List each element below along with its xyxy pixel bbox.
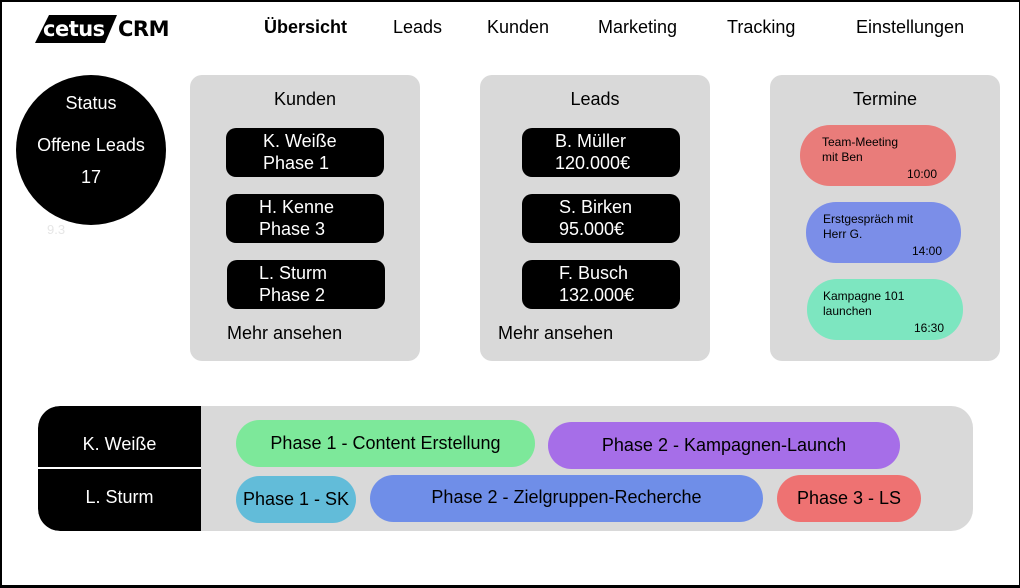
phase-timeline: K. Weiße L. Sturm Phase 1 - Content Erst…: [38, 406, 973, 531]
appointment-time: 10:00: [906, 167, 937, 181]
nav-marketing[interactable]: Marketing: [598, 17, 678, 37]
nav-einstellungen[interactable]: Einstellungen: [856, 17, 965, 37]
logo-suffix: CRM: [118, 17, 169, 41]
termine-title: Termine: [852, 89, 918, 109]
logo-badge-text: cetus: [43, 17, 105, 41]
timeline-divider: [38, 467, 201, 469]
phase-bar[interactable]: Phase 2 - Kampagnen-Launch: [548, 422, 900, 469]
kunden-item-detail: Phase 1: [263, 153, 330, 173]
appointment-line1: Erstgespräch mit: [823, 212, 914, 226]
kunden-item-name: K. Weiße: [263, 131, 337, 151]
phase-bar[interactable]: Phase 1 - Content Erstellung: [236, 420, 535, 467]
kunden-item[interactable]: L. Sturm Phase 2: [227, 260, 385, 309]
appointment-item[interactable]: Kampagne 101 launchen 16:30: [807, 279, 963, 340]
kunden-item-detail: Phase 2: [259, 285, 326, 305]
nav-leads[interactable]: Leads: [393, 17, 443, 37]
leads-item[interactable]: B. Müller 120.000€: [522, 128, 680, 177]
status-label: Offene Leads: [37, 135, 145, 155]
leads-item-name: B. Müller: [555, 131, 627, 151]
leads-item-name: F. Busch: [559, 263, 629, 283]
timeline-name-column: K. Weiße L. Sturm: [38, 406, 201, 531]
kunden-item-name: L. Sturm: [259, 263, 328, 283]
appointment-line2: mit Ben: [822, 150, 863, 164]
appointment-time: 14:00: [911, 244, 942, 258]
appointment-item[interactable]: Team-Meeting mit Ben 10:00: [800, 125, 956, 186]
leads-item[interactable]: F. Busch 132.000€: [522, 260, 680, 309]
nav-kunden[interactable]: Kunden: [487, 17, 550, 37]
phase-bar[interactable]: Phase 2 - Zielgruppen-Recherche: [370, 475, 763, 522]
kunden-item[interactable]: H. Kenne Phase 3: [226, 194, 384, 243]
termine-card: Termine Team-Meeting mit Ben 10:00 Erstg…: [770, 75, 1000, 361]
logo-badge: cetus: [35, 15, 117, 43]
appointment-line2: launchen: [823, 304, 872, 318]
appointment-line1: Team-Meeting: [822, 135, 899, 149]
leads-item-name: S. Birken: [559, 197, 633, 217]
timeline-row-name: K. Weiße: [82, 434, 157, 454]
phase-bar[interactable]: Phase 1 - SK: [236, 476, 356, 523]
kunden-item-detail: Phase 3: [259, 219, 326, 239]
ghost-text: 9.3: [47, 222, 66, 237]
status-value: 17: [80, 167, 102, 187]
logo[interactable]: cetus CRM: [35, 14, 169, 44]
status-title: Status: [65, 93, 117, 113]
nav-tracking[interactable]: Tracking: [727, 17, 796, 37]
kunden-title: Kunden: [273, 89, 337, 109]
kunden-more-link[interactable]: Mehr ansehen: [227, 323, 343, 343]
appointment-item[interactable]: Erstgespräch mit Herr G. 14:00: [806, 202, 961, 263]
leads-title: Leads: [570, 89, 620, 109]
leads-item-detail: 95.000€: [559, 219, 625, 239]
leads-card: Leads B. Müller 120.000€ S. Birken 95.00…: [480, 75, 710, 361]
status-widget: Status Offene Leads 17: [16, 75, 166, 225]
leads-item[interactable]: S. Birken 95.000€: [522, 194, 680, 243]
appointment-line1: Kampagne 101: [823, 289, 905, 303]
timeline-row-name: L. Sturm: [85, 487, 154, 507]
leads-item-detail: 120.000€: [555, 153, 631, 173]
appointment-text: Kampagne 101 launchen: [823, 289, 933, 319]
appointment-time: 16:30: [913, 321, 944, 335]
leads-item-detail: 132.000€: [559, 285, 635, 305]
phase-bar[interactable]: Phase 3 - LS: [777, 475, 921, 522]
leads-more-link[interactable]: Mehr ansehen: [498, 323, 614, 343]
appointment-line2: Herr G.: [823, 227, 863, 241]
nav-uebersicht[interactable]: Übersicht: [264, 17, 348, 37]
appointment-text: Team-Meeting mit Ben: [822, 135, 932, 165]
kunden-card: Kunden K. Weiße Phase 1 H. Kenne Phase 3…: [190, 75, 420, 361]
kunden-item[interactable]: K. Weiße Phase 1: [226, 128, 384, 177]
kunden-item-name: H. Kenne: [259, 197, 335, 217]
appointment-text: Erstgespräch mit Herr G.: [823, 212, 933, 242]
